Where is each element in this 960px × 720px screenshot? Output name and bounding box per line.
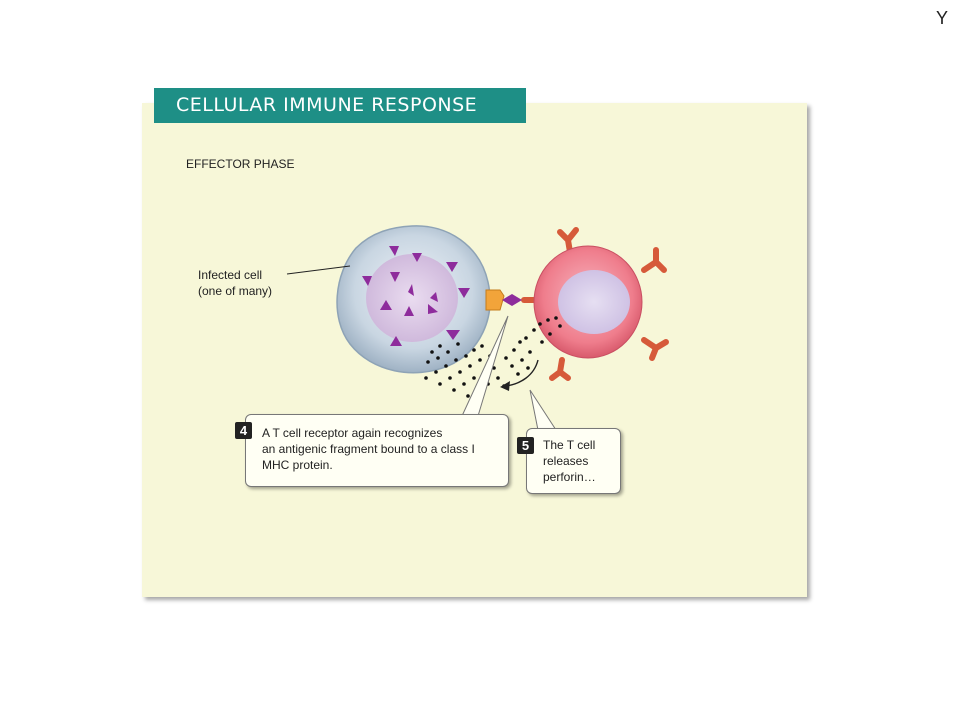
step-4-line-3: MHC protein. bbox=[262, 458, 333, 472]
step-4-callout: A T cell receptor again recognizes an an… bbox=[245, 414, 509, 487]
t-cell-receptors bbox=[521, 227, 669, 381]
phase-label: EFFECTOR PHASE bbox=[186, 157, 295, 171]
step-4-line-1: A T cell receptor again recognizes bbox=[262, 426, 443, 440]
antigen-fragments bbox=[362, 246, 470, 346]
step-4-line-2: an antigenic fragment bound to a class I bbox=[262, 442, 475, 456]
infected-cell-label: Infected cell (one of many) bbox=[198, 267, 272, 299]
infected-cell-leader bbox=[286, 265, 351, 275]
step-5-line-3: perforin… bbox=[543, 470, 596, 484]
infected-cell-label-line-1: Infected cell bbox=[198, 268, 263, 282]
step-5-line-2: releases bbox=[543, 454, 589, 468]
step-5-line-1: The T cell bbox=[543, 438, 596, 452]
release-arrow-head bbox=[500, 381, 510, 391]
infected-cell-label-line-2: (one of many) bbox=[198, 284, 273, 298]
infected-cell-nucleus bbox=[366, 254, 458, 342]
step-5-callout: The T cell releases perforin… bbox=[526, 428, 621, 494]
t-cell-nucleus bbox=[558, 270, 630, 334]
release-arrow bbox=[505, 359, 539, 387]
step-4-number: 4 bbox=[235, 422, 252, 439]
mhc-protein bbox=[485, 289, 505, 311]
page-title: CELLULAR IMMUNE RESPONSE bbox=[154, 88, 526, 123]
step5-pointer bbox=[529, 389, 557, 431]
bound-antigen bbox=[502, 294, 522, 306]
step-5-number: 5 bbox=[517, 437, 534, 454]
corner-mark: Y bbox=[935, 8, 948, 28]
